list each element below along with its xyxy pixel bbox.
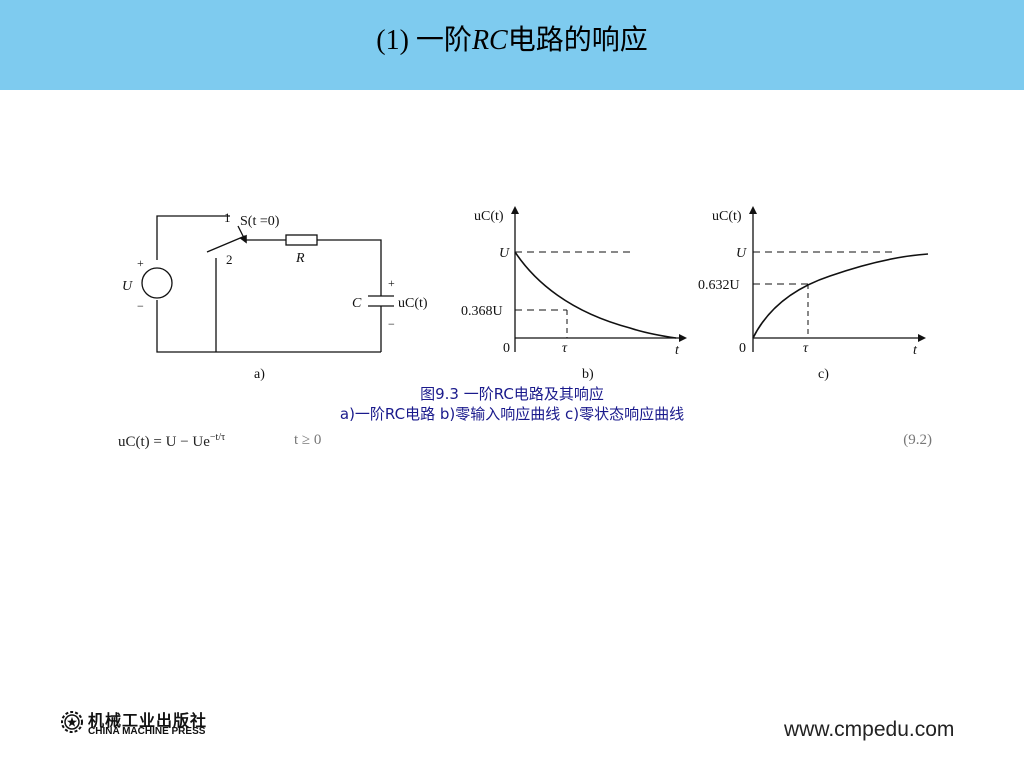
voltage-source-symbol (141, 267, 173, 299)
equation-exponent: −t/τ (209, 432, 226, 443)
plot-b-y-axis-label: uC(t) (474, 209, 504, 224)
rc-circuit-diagram (141, 215, 394, 353)
source-minus-sign: − (137, 299, 144, 313)
switch-label: S(t =0) (240, 214, 280, 229)
title-prefix: (1) (376, 25, 416, 56)
plot-c-y-axis-label: uC(t) (712, 209, 742, 224)
gear-star-icon (61, 711, 83, 733)
equation-lhs: uC(t) = U − Ue (118, 434, 210, 450)
switch-arrow (237, 225, 247, 244)
plot-b-tau-label: τ (562, 341, 568, 356)
capacitor-plus-sign: + (388, 276, 395, 290)
figure-caption-line1: 图9.3 一阶RC电路及其响应 (420, 385, 604, 403)
publisher-name-cn: 机械工业出版社 (88, 711, 208, 730)
resistor-label: R (295, 251, 305, 266)
resistor-symbol (285, 234, 318, 246)
equation-number: (9.2) (903, 432, 932, 448)
equation-text: uC(t) = U − Ue−t/τ (118, 432, 225, 451)
circuit-wire-right (317, 239, 382, 296)
title-italic-rc: RC (471, 25, 508, 56)
publisher-name-en: CHINA MACHINE PRESS (88, 726, 206, 737)
zero-state-response-plot: uC(t) U 0.632U 0 τ t c) (698, 206, 929, 382)
title-bar: (1) 一阶RC电路的响应 (0, 0, 1024, 90)
contact-1-label: 1 (224, 210, 231, 225)
circuit-wire-left-bottom (156, 300, 381, 353)
panel-b-sublabel: b) (582, 367, 594, 382)
plot-c-u-label: U (736, 246, 747, 261)
equation-row: uC(t) = U − Ue−t/τ t ≥ 0 (9.2) (118, 432, 932, 454)
slide-title: (1) 一阶RC电路的响应 (0, 18, 1024, 58)
website-url: www.cmpedu.com (784, 718, 955, 741)
plot-c-t-label: t (913, 343, 918, 358)
plot-b-u-label: U (499, 246, 510, 261)
contact-2-label: 2 (226, 252, 233, 267)
plot-b-origin-label: 0 (503, 341, 510, 356)
equation-condition: t ≥ 0 (294, 432, 322, 448)
plot-c-tau-label: τ (803, 341, 809, 356)
source-plus-sign: + (137, 256, 144, 270)
plot-c-origin-label: 0 (739, 341, 746, 356)
zero-input-response-plot: uC(t) U 0.368U 0 τ t b) (461, 206, 687, 382)
plot-b-t-label: t (675, 343, 680, 358)
circuit-wire-top (156, 215, 230, 260)
publisher-logo: 机械工业出版社 CHINA MACHINE PRESS (60, 707, 240, 737)
source-label: U (122, 279, 133, 294)
zero-input-decay-curve (514, 251, 677, 339)
title-cn-part2: 电路的响应 (507, 23, 648, 56)
capacitor-label: C (352, 296, 362, 311)
figure-caption-line2: a)一阶RC电路 b)零输入响应曲线 c)零状态响应曲线 (339, 405, 685, 423)
capacitor-voltage-label: uC(t) (398, 296, 428, 311)
plot-b-0368u-label: 0.368U (461, 304, 503, 319)
circuit-labels: S(t =0) 1 2 R C U + − uC(t) + − a) (122, 210, 428, 382)
capacitor-minus-sign: − (388, 317, 395, 331)
panel-a-sublabel: a) (254, 367, 265, 382)
title-cn-part1: 一阶 (415, 23, 472, 56)
zero-state-charging-curve (752, 253, 929, 339)
plot-c-0632u-label: 0.632U (698, 278, 740, 293)
switch-blade (206, 235, 246, 253)
panel-c-sublabel: c) (818, 367, 829, 382)
